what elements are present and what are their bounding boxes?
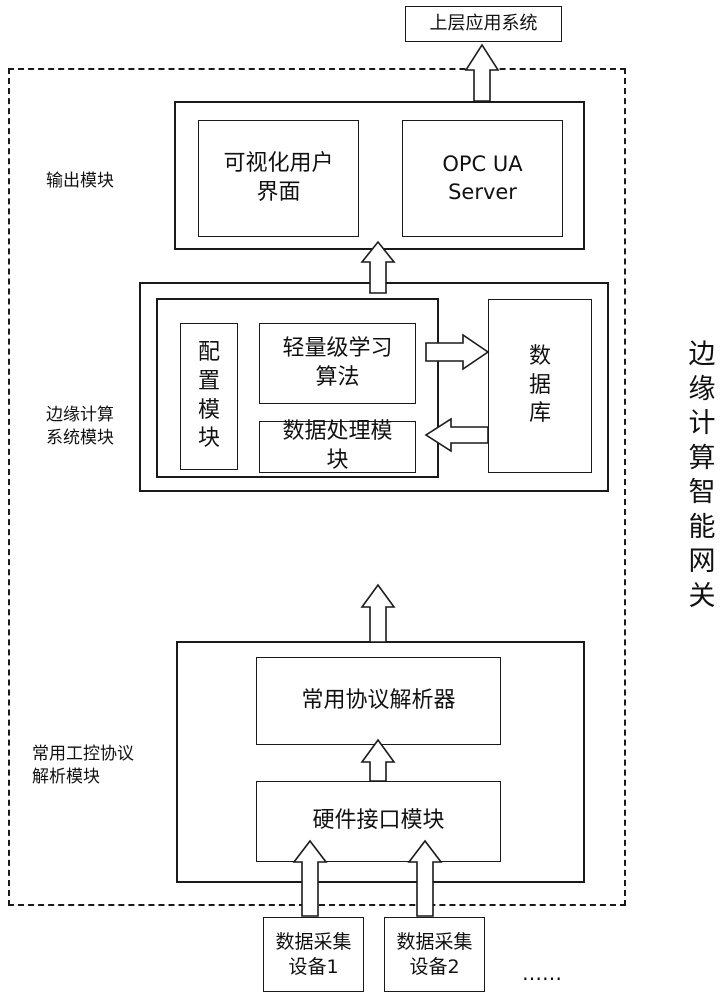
data-processing-module-box: 数据处理模 块 bbox=[259, 419, 416, 473]
arrow-right-to-database bbox=[425, 333, 490, 371]
visual-user-interface-box: 可视化用户 界面 bbox=[198, 120, 359, 237]
arrow-up-to-protocol-parser bbox=[360, 738, 396, 782]
more-devices-ellipsis: …… bbox=[522, 961, 562, 985]
arrow-up-to-edge-module bbox=[360, 583, 396, 643]
edge-gateway-label: 边 缘 计 算 智 能 网 关 bbox=[688, 339, 716, 612]
protocol-parsing-module-label: 常用工控协议 解析模块 bbox=[32, 744, 134, 787]
database-box: 数 据 库 bbox=[488, 299, 592, 473]
config-module-box: 配 置 模 块 bbox=[180, 323, 238, 470]
hardware-interface-module-box: 硬件接口模块 bbox=[256, 781, 501, 862]
output-module-label: 输出模块 bbox=[46, 171, 114, 191]
opc-ua-server-box: OPC UA Server bbox=[402, 120, 563, 237]
arrow-left-to-data-processing bbox=[424, 417, 489, 453]
lightweight-learning-algorithm-box: 轻量级学习 算法 bbox=[259, 323, 416, 404]
data-collection-device-1-box: 数据采集 设备1 bbox=[263, 917, 364, 992]
upper-application-system-box: 上层应用系统 bbox=[405, 6, 562, 42]
arrow-up-from-device-2 bbox=[407, 839, 443, 917]
arrow-up-from-device-1 bbox=[292, 839, 328, 917]
data-collection-device-2-box: 数据采集 设备2 bbox=[384, 917, 485, 992]
arrow-up-to-output-module bbox=[360, 240, 396, 294]
edge-computing-module-label: 边缘计算 系统模块 bbox=[46, 405, 114, 448]
arrow-up-to-upper-system bbox=[464, 43, 500, 102]
common-protocol-parser-box: 常用协议解析器 bbox=[256, 657, 501, 745]
